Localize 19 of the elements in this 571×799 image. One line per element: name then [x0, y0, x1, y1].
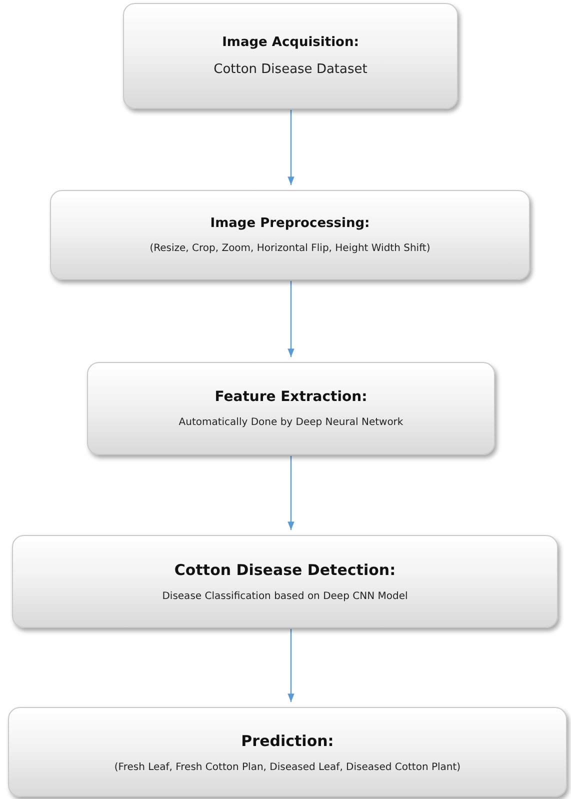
box-description: (Fresh Leaf, Fresh Cotton Plan, Diseased Leaf, Diseased Cotton Plant) — [114, 762, 461, 772]
process-box — [8, 707, 567, 797]
arrow — [288, 281, 294, 357]
process-box — [123, 3, 458, 109]
box-title: Prediction: — [241, 732, 334, 750]
arrow — [288, 629, 294, 702]
box-title: Cotton Disease Detection: — [174, 561, 396, 579]
box-description: Automatically Done by Deep Neural Network — [178, 417, 404, 428]
box-title: Image Acquisition: — [222, 35, 359, 50]
arrow — [288, 456, 294, 530]
box-description: Cotton Disease Dataset — [214, 62, 368, 77]
box-title: Feature Extraction: — [214, 389, 368, 405]
process-box — [87, 362, 495, 455]
box-description: (Resize, Crop, Zoom, Horizontal Flip, Height Width Shift) — [150, 243, 430, 254]
process-box — [50, 190, 530, 280]
box-description: Disease Classification based on Deep CNN Model — [162, 591, 408, 602]
process-box — [12, 535, 558, 628]
box-title: Image Preprocessing: — [210, 216, 370, 231]
arrow — [288, 110, 294, 185]
